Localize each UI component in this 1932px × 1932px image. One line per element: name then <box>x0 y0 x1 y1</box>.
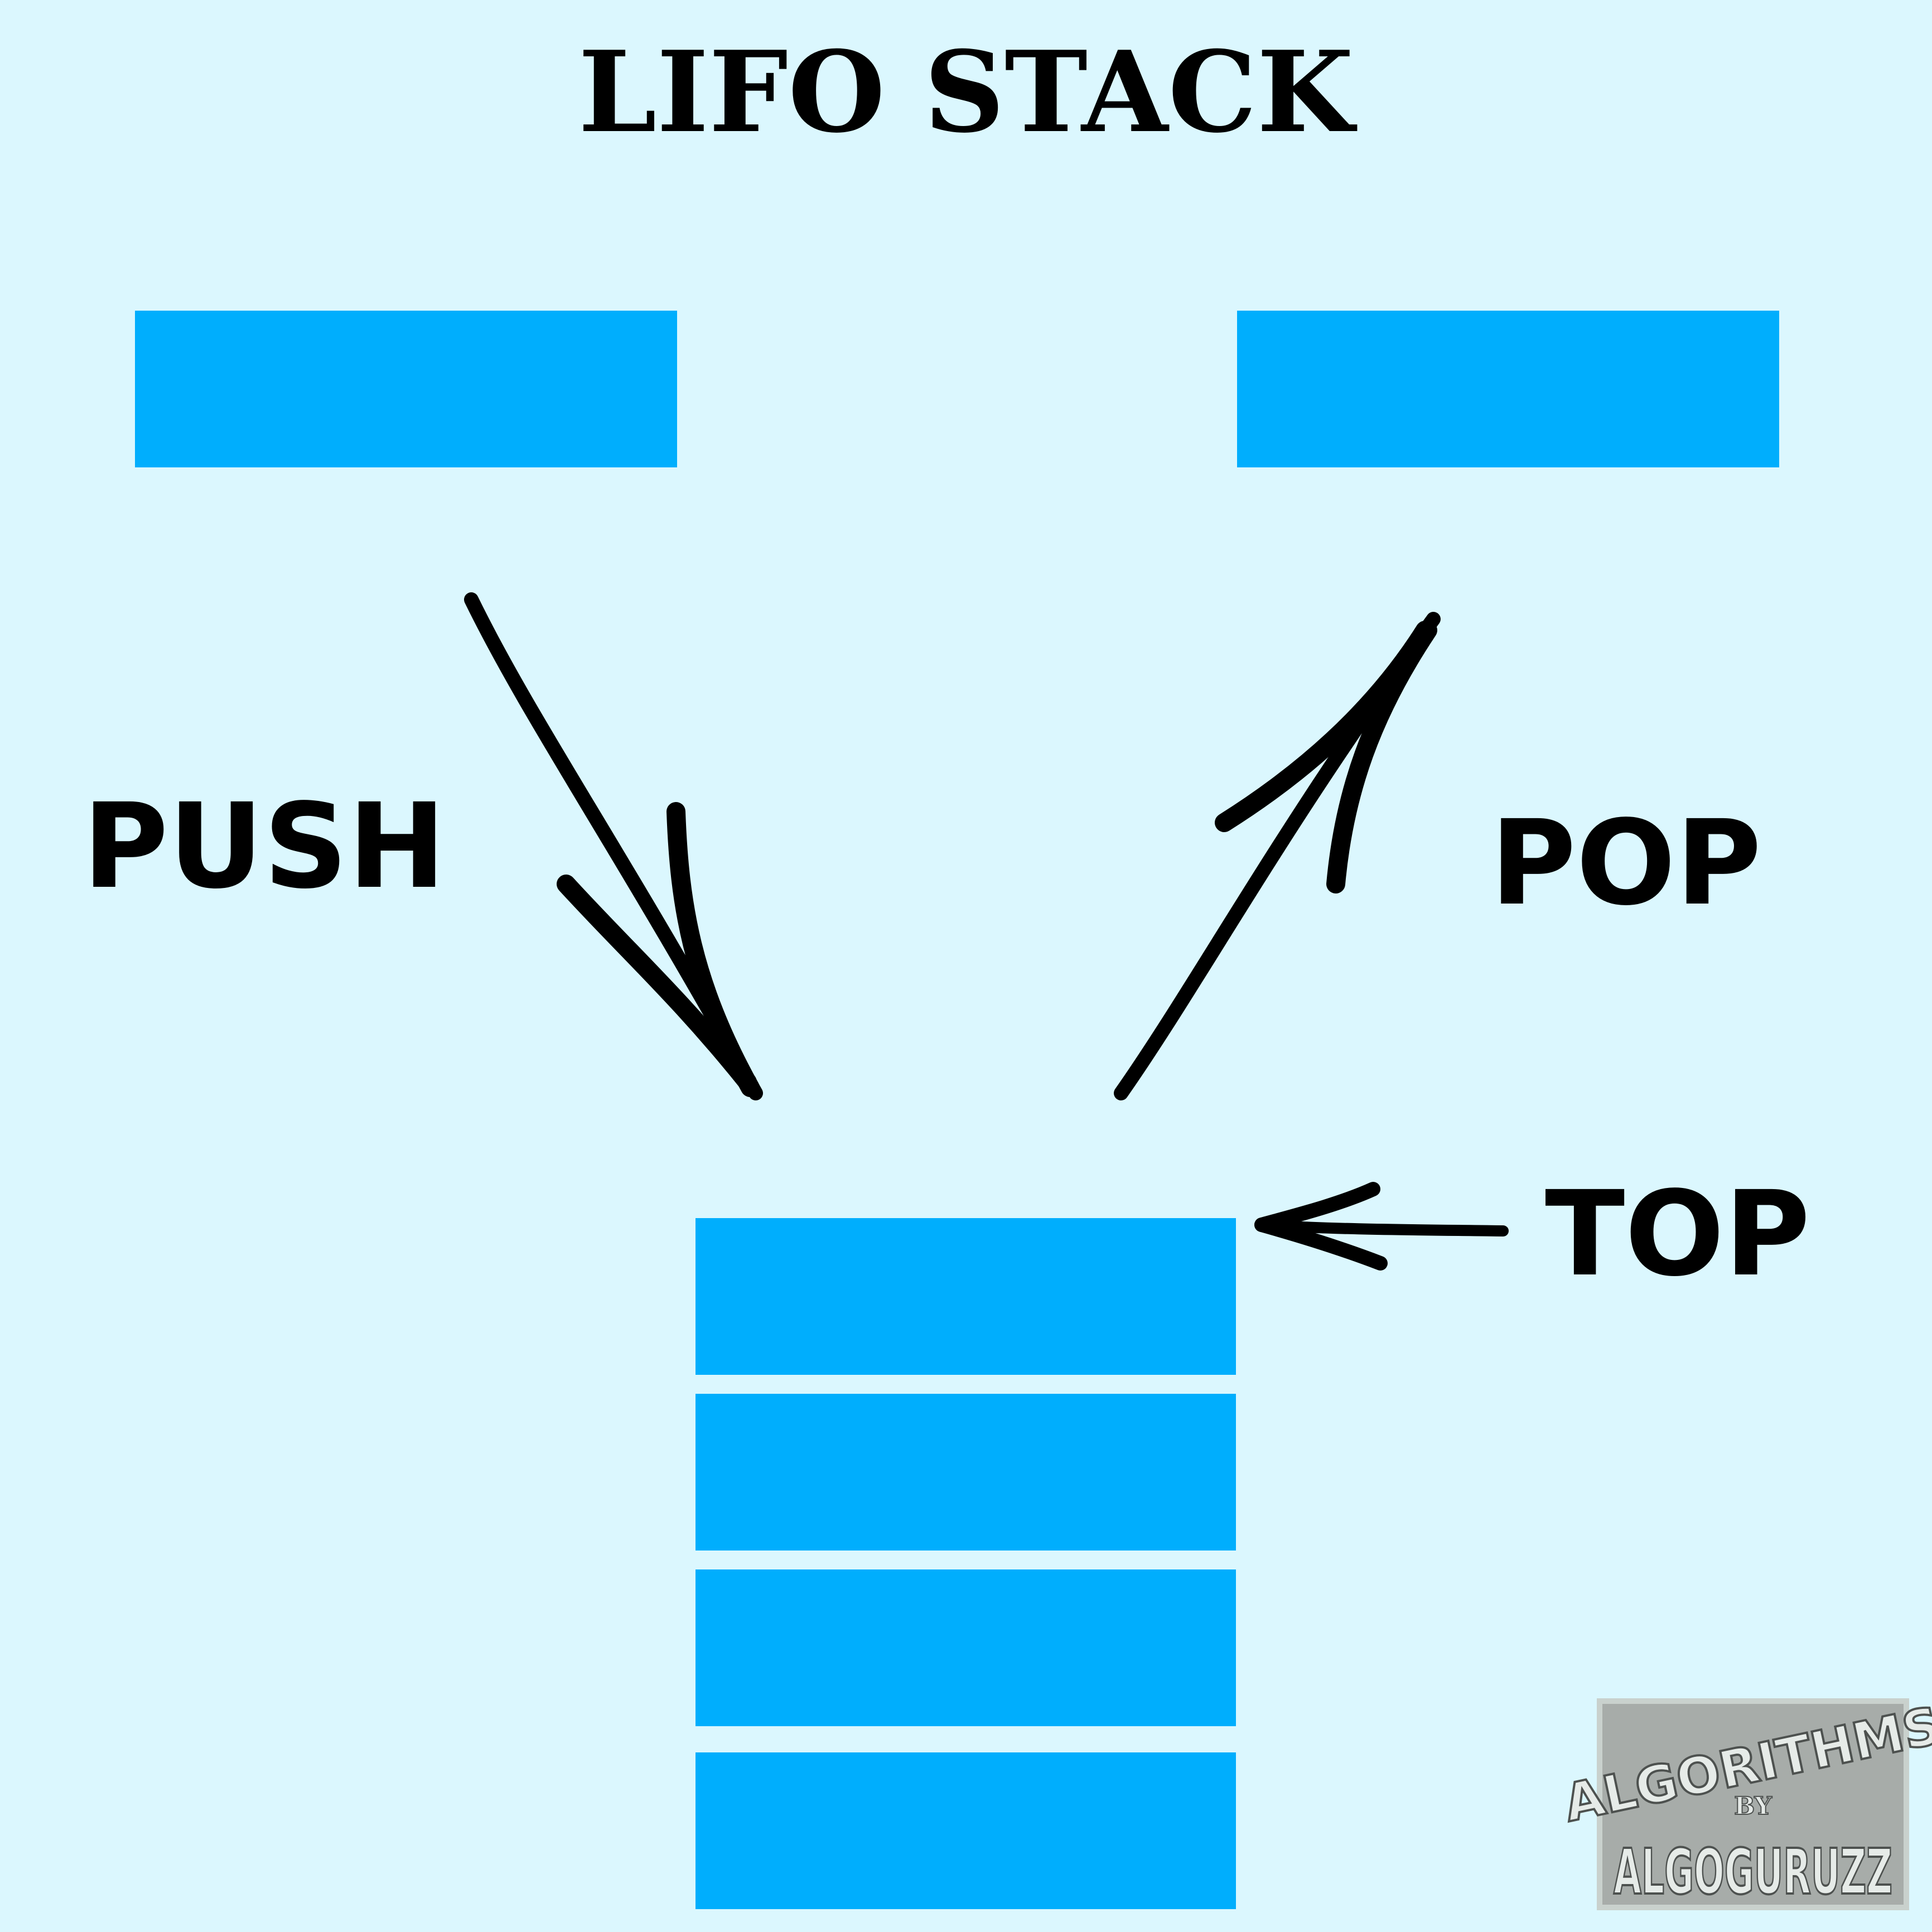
stack-block-top <box>695 1218 1236 1375</box>
pop-arrow-icon <box>1114 612 1441 1100</box>
top-pointer-arrow-icon <box>1254 1182 1509 1271</box>
pop-label: POP <box>1490 795 1761 931</box>
logo-background <box>1597 1698 1909 1910</box>
stack <box>695 1218 1236 1909</box>
diagram-title: LIFO STACK <box>578 27 1358 158</box>
logo-line-algoguruzz: ALGOGURUZZ <box>1614 1836 1892 1909</box>
stack-block-bottom <box>695 1752 1236 1909</box>
stack-block-3 <box>695 1569 1236 1726</box>
stack-block-2 <box>695 1394 1236 1551</box>
push-incoming-block <box>135 311 677 467</box>
logo-line-by: BY <box>1734 1792 1772 1820</box>
top-label: TOP <box>1545 1166 1810 1302</box>
pop-outgoing-block <box>1237 311 1779 467</box>
algoguruzz-logo: ALGORITHMS BY ALGOGURUZZ <box>1558 1694 1932 1910</box>
push-arrow-icon <box>464 592 763 1100</box>
push-label: PUSH <box>83 778 446 915</box>
